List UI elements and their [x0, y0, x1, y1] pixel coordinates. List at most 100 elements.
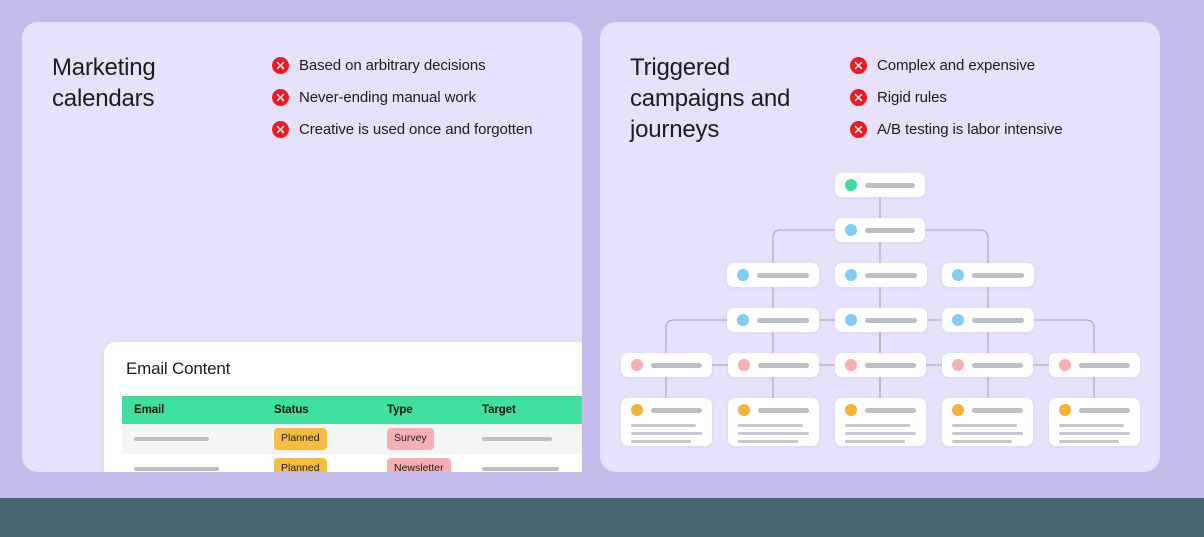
yellow-dot: [738, 404, 750, 416]
email-placeholder-bar: [134, 467, 219, 471]
cell-target: [470, 424, 582, 454]
email-content-table-body: PlannedSurveyPlannedNewsletterSentRemind…: [122, 424, 582, 472]
cell-email: [122, 454, 262, 472]
status-badge[interactable]: Planned: [274, 428, 327, 450]
yellow-dot: [845, 404, 857, 416]
pink-dot: [845, 359, 857, 371]
flow-node[interactable]: [727, 263, 819, 287]
flow-node-title-bar: [865, 362, 916, 368]
cell-status: Planned: [262, 424, 375, 454]
column-header-status[interactable]: Status: [262, 396, 375, 424]
status-badge[interactable]: Planned: [274, 458, 327, 472]
flow-node-body: [728, 422, 819, 443]
flow-node[interactable]: [942, 308, 1034, 332]
flow-node-body-line: [1059, 432, 1130, 435]
right-title-line2: campaigns and: [630, 85, 791, 112]
type-badge[interactable]: Newsletter: [387, 458, 451, 472]
flow-node-title-bar: [1079, 362, 1130, 368]
flow-node-title-bar: [865, 227, 915, 233]
flow-node-title-bar: [972, 272, 1024, 278]
flow-node-header: [727, 263, 819, 287]
x-circle-icon: [850, 121, 867, 138]
list-item-label: Rigid rules: [877, 89, 947, 106]
flow-node[interactable]: [835, 218, 925, 242]
flow-node-title-bar: [758, 362, 809, 368]
flow-node-body-line: [1059, 440, 1119, 443]
list-item-label: Based on arbitrary decisions: [299, 57, 486, 74]
flow-node[interactable]: [835, 398, 926, 446]
page-title-triggered-campaigns: Triggered campaigns and journeys: [630, 52, 830, 145]
left-panel-bullet-list: Based on arbitrary decisions Never-endin…: [272, 52, 532, 138]
flow-node[interactable]: [942, 263, 1034, 287]
blue-dot: [737, 314, 749, 326]
cell-type: Survey: [375, 424, 470, 454]
right-panel-bullet-list: Complex and expensive Rigid rules A/B te…: [850, 52, 1063, 145]
flow-node-header: [1049, 353, 1140, 377]
flow-node[interactable]: [728, 398, 819, 446]
left-title-line2: calendars: [52, 85, 155, 112]
pink-dot: [1059, 359, 1071, 371]
cell-target: [470, 454, 582, 472]
flow-node-header: [621, 398, 712, 422]
flow-node[interactable]: [942, 353, 1033, 377]
flow-node-title-bar: [972, 362, 1023, 368]
x-circle-icon: [850, 89, 867, 106]
blue-dot: [952, 314, 964, 326]
flow-node[interactable]: [728, 353, 819, 377]
target-placeholder-bar: [482, 467, 559, 471]
list-item: Complex and expensive: [850, 57, 1062, 74]
flow-node[interactable]: [835, 173, 925, 197]
email-content-table: Email Status Type Target Sending Planned…: [122, 396, 582, 472]
flow-node-body-line: [952, 440, 1012, 443]
flow-node[interactable]: [835, 263, 927, 287]
list-item-label: A/B testing is labor intensive: [877, 121, 1063, 138]
flow-node-title-bar: [758, 407, 809, 413]
column-header-type[interactable]: Type: [375, 396, 470, 424]
list-item: A/B testing is labor intensive: [850, 121, 1063, 138]
flow-node-title-bar: [865, 407, 916, 413]
column-header-target[interactable]: Target: [470, 396, 582, 424]
blue-dot: [952, 269, 964, 281]
flow-node[interactable]: [621, 398, 712, 446]
flow-node-body-line: [631, 440, 691, 443]
list-item-label: Creative is used once and forgotten: [299, 121, 533, 138]
blue-dot: [845, 314, 857, 326]
flow-node-header: [942, 353, 1033, 377]
green-dot: [845, 179, 857, 191]
flow-node-header: [942, 308, 1034, 332]
bottom-bar: [0, 498, 1204, 537]
yellow-dot: [1059, 404, 1071, 416]
pink-dot: [738, 359, 750, 371]
flow-node-header: [728, 353, 819, 377]
flow-node-body-line: [845, 432, 916, 435]
pink-dot: [631, 359, 643, 371]
flow-node-header: [835, 173, 925, 197]
flow-node-header: [942, 398, 1033, 422]
flow-node[interactable]: [835, 353, 926, 377]
flow-node[interactable]: [1049, 353, 1140, 377]
flow-node[interactable]: [727, 308, 819, 332]
flow-node-body-line: [952, 424, 1018, 427]
type-badge[interactable]: Survey: [387, 428, 434, 450]
flow-node[interactable]: [942, 398, 1033, 446]
page-title-email-content: Email Content: [126, 359, 231, 378]
email-content-card-inner: Email Content Email Status Type Target S…: [104, 342, 582, 472]
column-header-email[interactable]: Email: [122, 396, 262, 424]
right-title-line1: Triggered: [630, 54, 731, 81]
right-title-line3: journeys: [630, 116, 720, 143]
flow-node[interactable]: [621, 353, 712, 377]
flow-node-body: [1049, 422, 1140, 443]
flow-node-body-line: [738, 440, 798, 443]
flow-node-title-bar: [757, 272, 809, 278]
flow-node[interactable]: [835, 308, 927, 332]
list-item-label: Complex and expensive: [877, 57, 1035, 74]
flow-node-body-line: [738, 432, 809, 435]
blue-dot: [845, 269, 857, 281]
table-row[interactable]: Planned Survey: [122, 424, 582, 454]
flow-node-title-bar: [972, 407, 1023, 413]
flow-node[interactable]: [1049, 398, 1140, 446]
x-circle-icon: [272, 57, 289, 74]
flow-node-header: [621, 353, 712, 377]
table-row[interactable]: Planned Newsletter: [122, 454, 582, 472]
